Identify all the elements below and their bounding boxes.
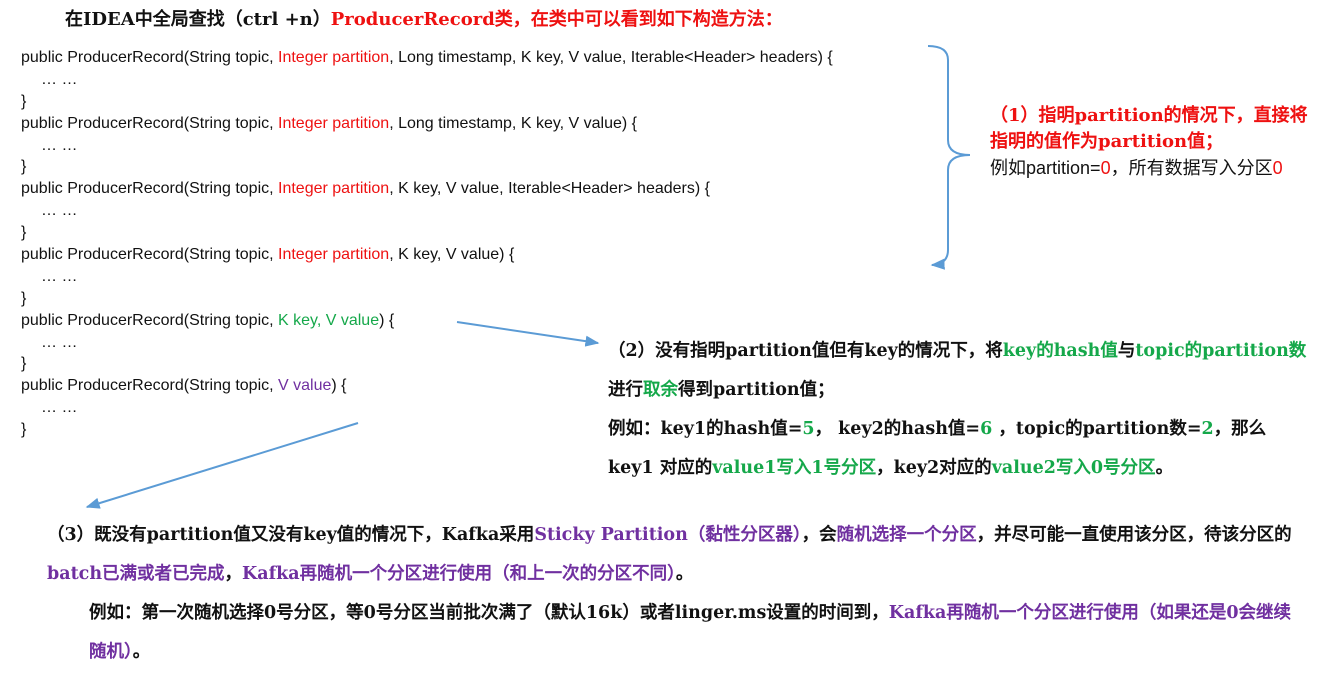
code-line: public ProducerRecord(String topic, K ke… bbox=[21, 311, 395, 329]
note-sticky-partition: （3）既没有partition值又没有key值的情况下，Kafka采用Stick… bbox=[47, 516, 1307, 672]
title-highlight: ProducerRecord类，在类中可以看到如下构造方法： bbox=[330, 9, 783, 30]
code-close-brace: } bbox=[21, 289, 27, 307]
page-title: 在IDEA中全局查找（ctrl +n）ProducerRecord类，在类中可以… bbox=[65, 5, 783, 31]
code-line: public ProducerRecord(String topic, Inte… bbox=[21, 246, 515, 264]
code-close-brace: } bbox=[21, 158, 27, 176]
note3-example: 例如：第一次随机选择0号分区，等0号分区当前批次满了（默认16k）或者linge… bbox=[89, 603, 1292, 662]
curly-brace-icon bbox=[927, 45, 971, 270]
code-line: public ProducerRecord(String topic, Inte… bbox=[21, 49, 833, 66]
note2-example: 例如：key1的hash值=5， key2的hash值=6 ，topic的par… bbox=[608, 419, 1267, 478]
code-close-brace: } bbox=[21, 355, 27, 373]
code-ellipsis: … … bbox=[41, 70, 78, 88]
code-close-brace: } bbox=[21, 92, 27, 110]
note-partition-specified: （1）指明partition的情况下，直接将指明的值作为partition值； … bbox=[990, 103, 1315, 181]
code-ellipsis: … … bbox=[41, 333, 78, 351]
note-key-hash-partition: （2）没有指明partition值但有key的情况下，将key的hash值与to… bbox=[608, 332, 1308, 488]
arrow-to-note3-icon bbox=[85, 422, 359, 509]
note3-rule: （3）既没有partition值又没有key值的情况下，Kafka采用Stick… bbox=[47, 525, 1292, 584]
code-line: public ProducerRecord(String topic, Inte… bbox=[21, 180, 710, 198]
note1-rule: （1）指明partition的情况下，直接将指明的值作为partition值； bbox=[990, 105, 1308, 152]
title-prefix: 在IDEA中全局查找（ctrl +n） bbox=[65, 9, 331, 30]
code-ellipsis: … … bbox=[41, 202, 78, 220]
code-ellipsis: … … bbox=[41, 136, 78, 154]
code-close-brace: } bbox=[21, 421, 27, 439]
arrow-to-note2-icon bbox=[456, 321, 600, 347]
constructor-code-block: public ProducerRecord(String topic, Inte… bbox=[21, 47, 833, 441]
code-close-brace: } bbox=[21, 224, 27, 242]
note2-rule: （2）没有指明partition值但有key的情况下，将key的hash值与to… bbox=[608, 341, 1307, 400]
code-line: public ProducerRecord(String topic, Inte… bbox=[21, 114, 638, 132]
code-line: public ProducerRecord(String topic, V va… bbox=[21, 377, 347, 395]
note1-example: 例如partition=0，所有数据写入分区0 bbox=[990, 158, 1283, 178]
code-ellipsis: … … bbox=[41, 267, 78, 285]
code-ellipsis: … … bbox=[41, 399, 78, 417]
